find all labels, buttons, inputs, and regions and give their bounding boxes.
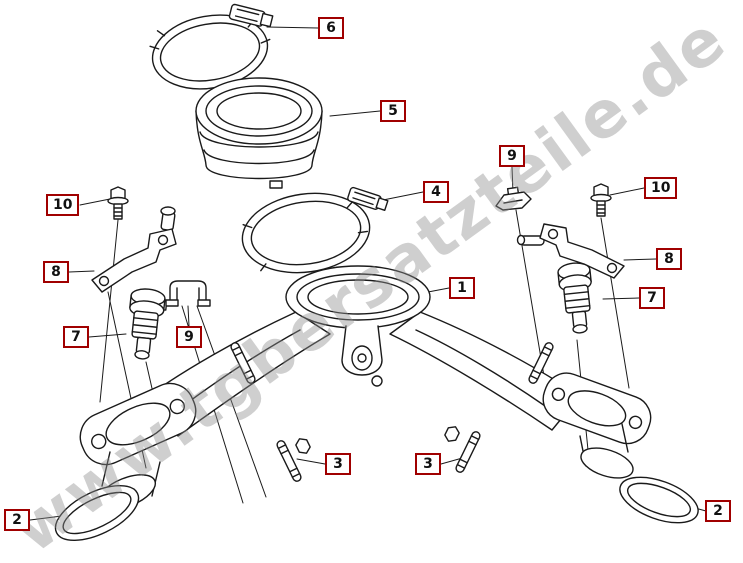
callout-6: 6	[318, 17, 344, 39]
callout-10-right: 10	[644, 177, 678, 199]
intake-boot	[195, 77, 323, 189]
gasket-left	[54, 484, 140, 542]
clip-right	[495, 186, 532, 211]
injector-left	[129, 288, 168, 360]
callout-8-right: 8	[656, 248, 682, 270]
callout-5: 5	[380, 100, 406, 122]
callout-7-left: 7	[63, 326, 89, 348]
bracket-left	[91, 206, 177, 293]
stud-right	[444, 342, 554, 473]
bolt-left	[107, 186, 129, 220]
callout-10-left: 10	[46, 194, 80, 216]
callout-3-left: 3	[325, 453, 351, 475]
callout-2-left: 2	[4, 509, 30, 531]
bracket-right	[516, 223, 625, 279]
callout-9-left: 9	[176, 326, 202, 348]
callout-4: 4	[423, 181, 449, 203]
hose-clamp-upper	[149, 3, 274, 90]
injector-right	[557, 262, 592, 334]
gasket-right	[619, 476, 699, 524]
bolt-right	[590, 183, 612, 217]
callout-9-right: 9	[499, 145, 525, 167]
callout-7-right: 7	[639, 287, 665, 309]
callout-8-left: 8	[43, 261, 69, 283]
callout-3-right: 3	[415, 453, 441, 475]
callout-1: 1	[449, 277, 475, 299]
manifold-body	[79, 265, 652, 510]
callout-2-right: 2	[705, 500, 731, 522]
stud-left	[230, 342, 311, 482]
hose-clamp-lower	[241, 186, 389, 274]
clip-left	[165, 280, 211, 307]
